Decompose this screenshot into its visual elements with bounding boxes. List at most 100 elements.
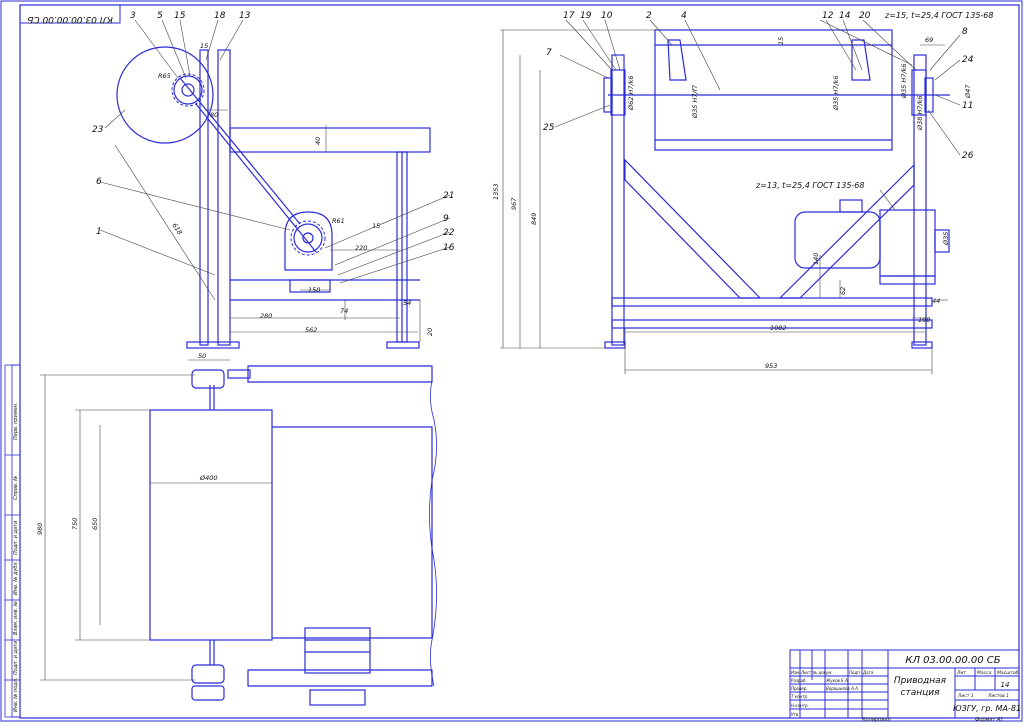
callout-1: 1: [96, 227, 102, 237]
dim-front-d11: 44: [932, 297, 940, 305]
plan-dims: 50 Ø400 980 750 650: [36, 352, 218, 535]
output-sprocket: [934, 229, 950, 253]
front-callouts: 17 19 10 2 4 12 14 20 8 7 25 24 11 26: [543, 11, 974, 161]
callout-14: 14: [839, 11, 851, 21]
dim-front-h1: 1353: [492, 183, 500, 200]
mass-value: 14: [1001, 681, 1010, 689]
stamp-nkontr: Н.контр.: [791, 703, 809, 708]
motor-mount: [879, 275, 936, 285]
sheet-label: Лист 1: [957, 693, 974, 699]
gear-housing: [284, 211, 333, 271]
stamp-utv: Утв.: [791, 712, 799, 717]
callout-3: 3: [130, 11, 136, 21]
plan-view: [149, 365, 433, 706]
dim-front-d3: Ø62 H7/k6: [627, 75, 635, 111]
title-block: [789, 649, 1020, 719]
plan-motor-base: [309, 689, 366, 706]
callout-13: 13: [239, 11, 251, 21]
driven-sprocket: [173, 75, 203, 105]
dim-front-w1: 1082: [770, 324, 787, 332]
front-view-dimlines: [500, 29, 948, 374]
foot-right: [386, 341, 420, 349]
dim-front-d9: 140: [812, 253, 820, 265]
callout-11: 11: [962, 101, 973, 111]
callout-7: 7: [546, 48, 552, 58]
dim-side-d3: 80: [210, 111, 218, 119]
dim-front-d7: Ø47: [964, 84, 972, 99]
callout-21: 21: [443, 191, 454, 201]
stamp-col-mass: Масса: [977, 670, 992, 676]
plan-frame-bottom: [247, 669, 433, 687]
sheets-label: Листов 1: [987, 693, 1009, 699]
bearing-left: [610, 69, 626, 116]
dim-side-d12: 54: [403, 299, 411, 307]
plan-bearing-top: [191, 369, 225, 389]
plan-belt: [272, 426, 433, 639]
callout-22: 22: [443, 228, 455, 238]
callout-10: 10: [601, 11, 613, 21]
dim-front-d6: Ø35 H7/k6: [900, 63, 908, 99]
corner-doc-code: КЛ 03.00.00.00 СБ: [27, 14, 113, 24]
plan-drum: [149, 409, 273, 641]
callout-23: 23: [92, 125, 104, 135]
dim-side-d2: R65: [158, 72, 171, 80]
stamp-ndoc: № докум.: [812, 670, 833, 675]
callout-6: 6: [96, 177, 102, 187]
plan-breakline: [429, 379, 437, 687]
motor-body: [794, 211, 881, 269]
chain-lower: [195, 103, 317, 253]
plan-dimlines: [40, 359, 272, 681]
side-label-4: Взам. инв. №: [13, 601, 19, 635]
drive-drum: [116, 46, 214, 144]
side-callout-leaders: [99, 19, 451, 284]
frame-base-upper: [611, 297, 933, 307]
inner-frame: [19, 4, 1020, 719]
dim-front-h2: 967: [510, 197, 518, 210]
org-group: ЮЗГУ, гр. МА-81: [953, 704, 1021, 713]
chain-spec-lower: z=13, t=25,4 ГОСТ 135-68: [755, 181, 864, 190]
side-label-1: Справ. №: [13, 476, 19, 500]
callout-18: 18: [214, 11, 226, 21]
doc-code: КЛ 03.00.00.00 СБ: [905, 655, 1000, 666]
callout-12: 12: [822, 11, 834, 21]
drum-body: [654, 29, 893, 151]
dim-front-d2: 69: [925, 36, 933, 44]
stamp-list: Лист: [800, 670, 812, 675]
front-view: [603, 29, 950, 349]
stamp-prover: Провер.: [791, 686, 808, 691]
side-label-2: Подп. и дата: [13, 521, 19, 555]
post-left: [199, 49, 209, 346]
stamp-izm: Изм.: [791, 670, 800, 675]
frame-leg-left: [611, 54, 625, 346]
stamp-date: Дата: [862, 670, 874, 675]
frame-base-lower: [611, 319, 933, 329]
dim-front-d4: Ø35 H7/f7: [691, 84, 699, 119]
callout-5: 5: [157, 11, 163, 21]
title-line-1: Приводная: [894, 676, 947, 686]
chain-upper: [179, 77, 301, 225]
dim-side-d4: 40: [314, 137, 322, 145]
dim-side-d10: 280: [260, 312, 272, 320]
callout-16: 16: [443, 243, 455, 253]
foot-front-right: [911, 341, 933, 349]
conveyor-frame-top: [229, 127, 431, 153]
side-label-6: Инв. № подл.: [13, 678, 19, 713]
front-callout-leaders: [554, 19, 961, 211]
callout-17: 17: [563, 11, 575, 21]
dim-front-w2: 953: [765, 362, 777, 370]
dim-front-d13: Ø35: [942, 232, 950, 246]
side-label-3: Инв. № дубл.: [13, 561, 19, 595]
callout-19: 19: [580, 11, 592, 21]
callout-15: 15: [174, 11, 186, 21]
callout-9: 9: [443, 214, 449, 224]
dim-side-d8: 220: [355, 244, 367, 252]
format-label: Формат А1: [975, 717, 1003, 723]
title-line-2: станция: [901, 688, 941, 698]
dim-front-d8: Ø38 H7/k6: [916, 95, 924, 131]
brace-left: [624, 158, 762, 299]
stamp-name-2: Ворошилов А.А.: [826, 686, 859, 691]
post-right: [217, 49, 231, 346]
dim-front-d12: 190: [918, 316, 930, 324]
